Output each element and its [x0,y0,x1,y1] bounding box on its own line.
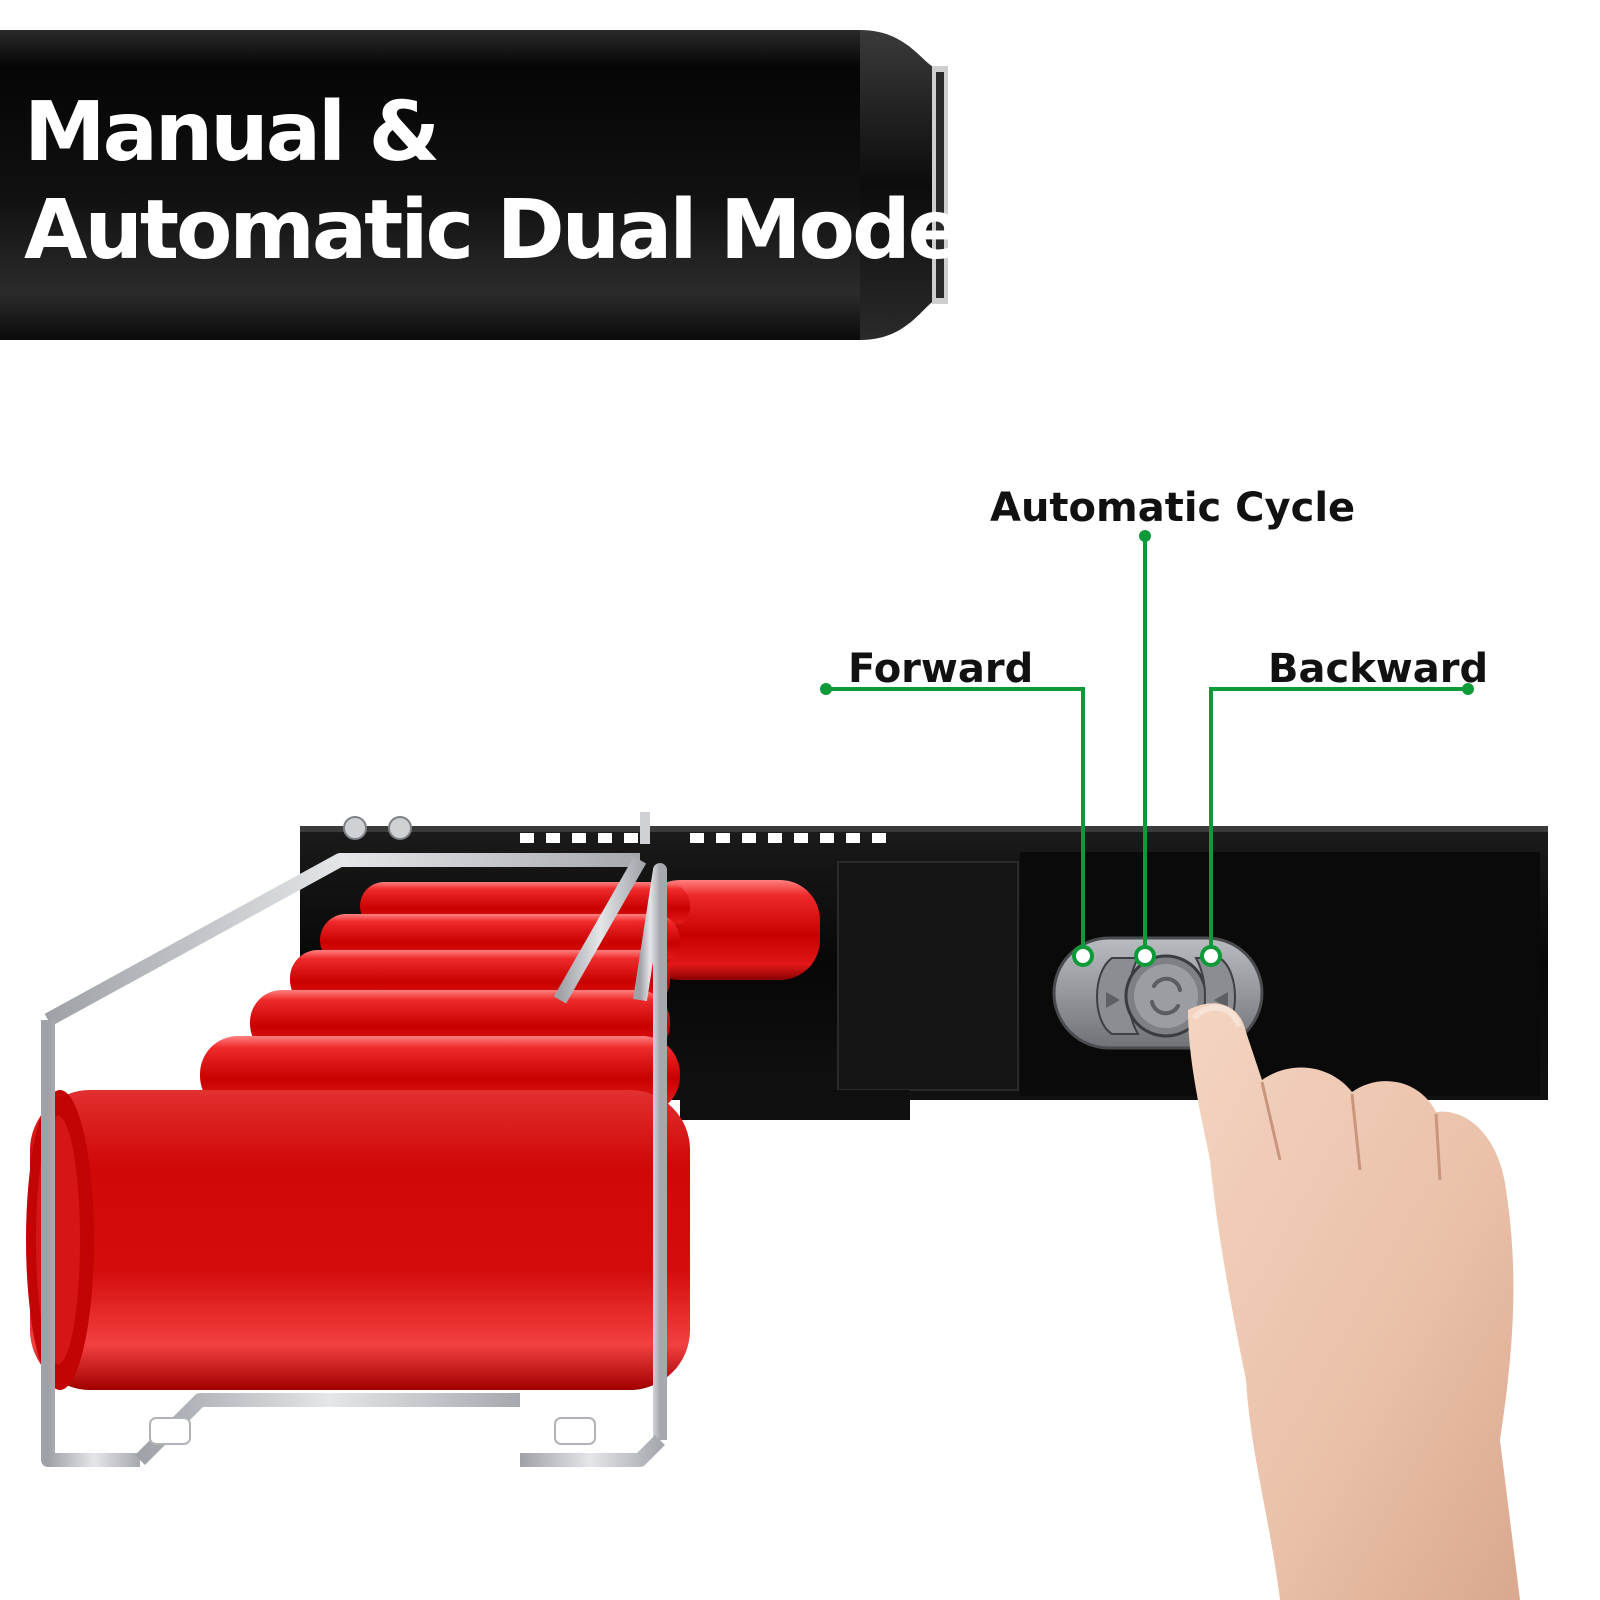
callout-lines [826,536,1468,956]
housing-vent-slots-top [520,833,886,843]
title-banner-can [0,30,948,340]
forward-arrow-icon [1106,992,1120,1008]
headline: Manual & Automatic Dual Mode [24,84,963,280]
backward-label: Backward [1268,646,1489,692]
headline-line-2: Automatic Dual Mode [24,183,963,278]
cycle-icon [1150,976,1182,1016]
dispenser-housing [300,826,1548,1120]
backward-arrow-icon [1214,992,1228,1008]
callout-dots [820,530,1474,967]
front-red-can [26,1090,690,1390]
pointing-hand [1188,1003,1520,1600]
cycle-button[interactable] [1124,954,1208,1038]
automatic-cycle-label: Automatic Cycle [990,485,1356,531]
headline-line-1: Manual & [24,85,440,180]
forward-label: Forward [848,646,1034,692]
rack-posts [149,812,650,1445]
